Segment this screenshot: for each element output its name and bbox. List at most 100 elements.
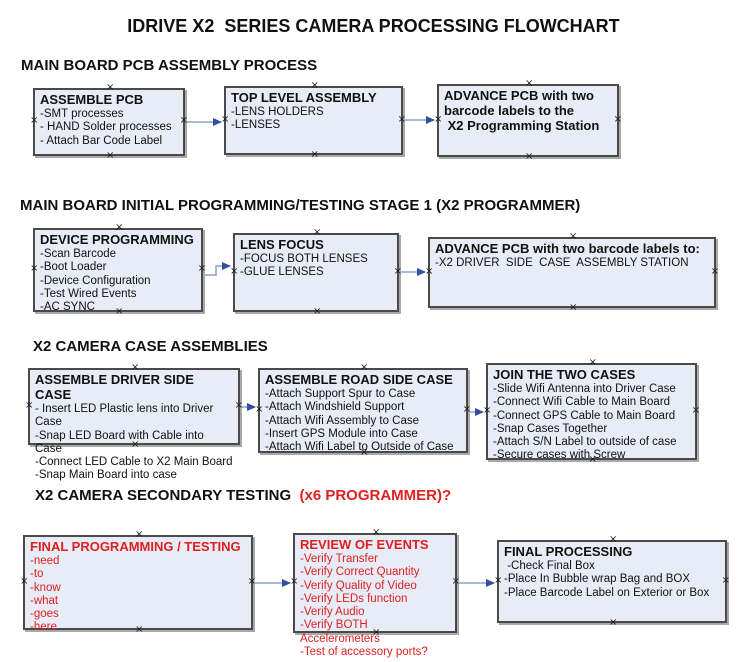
- box-line: -Scan Barcode: [40, 248, 117, 260]
- connection-point-icon: ×: [360, 362, 369, 373]
- box-line: - Attach Bar Code Label: [40, 134, 163, 147]
- connection-point-icon: ×: [313, 227, 322, 238]
- box-line: -Verify Correct Quantity: [300, 566, 420, 579]
- box-line: -Verify Audio: [300, 606, 365, 619]
- connection-point-icon: ×: [710, 265, 719, 277]
- box-line: -Snap Cases Together: [493, 422, 608, 435]
- box-line: -Verify LEDs function: [300, 592, 408, 605]
- box-title: ADVANCE PCB with two barcode labels to:: [435, 241, 700, 256]
- box-title: TOP LEVEL ASSEMBLY: [231, 90, 377, 105]
- section-header-initial-programming: MAIN BOARD INITIAL PROGRAMMING/TESTING S…: [20, 197, 580, 214]
- box-lines: -Attach Support Spur to Case-Attach Wind…: [265, 388, 461, 454]
- flow-box-device-programming: DEVICE PROGRAMMING -Scan Barcode-Boot Lo…: [30, 223, 206, 317]
- connection-point-icon: ×: [483, 404, 492, 416]
- connection-point-icon: ×: [425, 265, 434, 277]
- box-title: JOIN THE TWO CASES: [493, 367, 636, 382]
- connection-point-icon: ×: [372, 527, 381, 538]
- box-line: -Connect GPS Cable to Main Board: [493, 409, 676, 422]
- connection-point-icon: ×: [106, 82, 115, 93]
- box-title: DEVICE PROGRAMMING: [40, 232, 194, 247]
- arrow-device-programming-to-lens-focus: [205, 262, 231, 276]
- box-line: -here: [30, 621, 57, 634]
- flow-box-join-the-two-cases: JOIN THE TWO CASES -Slide Wifi Antenna i…: [483, 357, 700, 465]
- box-line: -GLUE LENSES: [240, 266, 324, 279]
- connection-point-icon: ×: [613, 113, 622, 125]
- connection-point-icon: ×: [30, 263, 39, 274]
- box-line: -Snap LED Board with Cable into Case: [35, 429, 207, 455]
- connection-point-icon: ×: [131, 362, 140, 373]
- connection-point-icon: ×: [588, 357, 597, 368]
- box-lines: -Verify Transfer-Verify Correct Quantity…: [300, 553, 450, 659]
- section-header-pcb-assembly: MAIN BOARD PCB ASSEMBLY PROCESS: [21, 57, 317, 74]
- box-line: - HAND Solder processes: [40, 121, 172, 134]
- connection-point-icon: ×: [247, 575, 256, 587]
- box-title: FINAL PROCESSING: [504, 544, 633, 559]
- connection-point-icon: ×: [609, 534, 618, 545]
- connection-point-icon: ×: [569, 302, 578, 313]
- connection-point-icon: ×: [310, 149, 319, 160]
- box-line: -Check Final Box: [504, 560, 595, 572]
- box-line: -Insert GPS Module into Case: [265, 427, 418, 440]
- box-lines: -Slide Wifi Antenna into Driver Case-Con…: [493, 383, 690, 463]
- box-line: -Test of accessory ports?: [300, 646, 428, 659]
- box-line: -know: [30, 581, 61, 594]
- connection-point-icon: ×: [525, 151, 534, 162]
- box-lines: -Check Final Box-Place In Bubble wrap Ba…: [504, 560, 720, 600]
- flow-box-review-of-events: REVIEW OF EVENTS -Verify Transfer-Verify…: [290, 527, 460, 659]
- box-line: -Attach Wifi Label to Outside of Case: [265, 441, 454, 454]
- box-title: FINAL PROGRAMMING / TESTING: [30, 539, 241, 554]
- box-lines: -X2 DRIVER SIDE CASE ASSEMBLY STATION: [435, 257, 709, 270]
- flow-box-advance-pcb-to-programming: ADVANCE PCB with two barcode labels to t…: [434, 78, 622, 162]
- box-line: -Connect Wifi Cable to Main Board: [493, 396, 671, 409]
- box-title: ASSEMBLE PCB: [40, 92, 144, 107]
- section-label: X2 CAMERA SECONDARY TESTING: [35, 487, 296, 504]
- connection-point-icon: ×: [434, 113, 443, 125]
- box-lines: -need-to-know-what-goes-here: [30, 555, 246, 635]
- box-line: -Attach Support Spur to Case: [265, 388, 416, 400]
- box-line: -need: [30, 555, 60, 567]
- box-line: -AC SYNC: [40, 301, 95, 314]
- box-line: -Place Barcode Label on Exterior or Box: [504, 586, 710, 599]
- box-line: -Attach S/N Label to outside of case: [493, 436, 677, 449]
- section-header-secondary-testing: X2 CAMERA SECONDARY TESTING (x6 PROGRAMM…: [35, 487, 451, 504]
- flow-box-assemble-pcb: ASSEMBLE PCB -SMT processes- HAND Solder…: [30, 82, 188, 161]
- connection-point-icon: ×: [525, 78, 534, 89]
- connection-point-icon: ×: [393, 265, 402, 277]
- box-line: -Device Configuration: [40, 274, 151, 287]
- box-line: -Verify BOTH Accelerometers: [300, 619, 380, 645]
- box-title: ADVANCE PCB with two barcode labels to t…: [444, 88, 600, 133]
- connection-point-icon: ×: [569, 231, 578, 242]
- box-line: -what: [30, 594, 59, 607]
- connection-point-icon: ×: [197, 263, 206, 274]
- box-line: -Slide Wifi Antenna into Driver Case: [493, 383, 676, 395]
- box-title: REVIEW OF EVENTS: [300, 537, 429, 552]
- section-label: X2 CAMERA CASE ASSEMBLIES: [33, 338, 268, 355]
- connection-point-icon: ×: [30, 115, 39, 126]
- box-lines: -Scan Barcode-Boot Loader-Device Configu…: [40, 248, 196, 314]
- connection-point-icon: ×: [234, 399, 243, 411]
- section-label: MAIN BOARD INITIAL PROGRAMMING/TESTING S…: [20, 197, 581, 214]
- connection-point-icon: ×: [451, 576, 460, 587]
- box-lines: -SMT processes- HAND Solder processes- A…: [40, 108, 178, 148]
- box-title: ASSEMBLE ROAD SIDE CASE: [265, 372, 453, 387]
- connection-point-icon: ×: [221, 113, 230, 125]
- box-line: -Attach Wifi Assembly to Case: [265, 414, 420, 427]
- box-line: -FOCUS BOTH LENSES: [240, 253, 368, 265]
- box-line: -LENSES: [231, 119, 281, 132]
- connection-point-icon: ×: [20, 575, 29, 587]
- box-title: ASSEMBLE DRIVER SIDE CASE: [35, 372, 198, 402]
- connection-point-icon: ×: [310, 80, 319, 91]
- flow-box-assemble-road-side-case: ASSEMBLE ROAD SIDE CASE -Attach Support …: [255, 362, 471, 458]
- flow-box-final-processing: FINAL PROCESSING -Check Final Box-Place …: [494, 534, 730, 628]
- box-line: -Verify Transfer: [300, 553, 378, 565]
- flow-box-top-level-assembly: TOP LEVEL ASSEMBLY -LENS HOLDERS-LENSES …: [221, 80, 406, 160]
- flow-box-assemble-driver-side-case: ASSEMBLE DRIVER SIDE CASE - Insert LED P…: [25, 362, 243, 482]
- flow-box-final-programming-testing: FINAL PROGRAMMING / TESTING -need-to-kno…: [20, 530, 256, 635]
- connection-point-icon: ×: [25, 399, 34, 411]
- box-line: -Connect LED Cable to X2 Main Board: [35, 456, 233, 469]
- box-lines: - Insert LED Plastic lens into Driver Ca…: [35, 403, 233, 483]
- box-line: -Secure cases with Screw: [493, 449, 626, 462]
- box-line: -LENS HOLDERS: [231, 106, 324, 118]
- section-label: MAIN BOARD PCB ASSEMBLY PROCESS: [21, 57, 318, 74]
